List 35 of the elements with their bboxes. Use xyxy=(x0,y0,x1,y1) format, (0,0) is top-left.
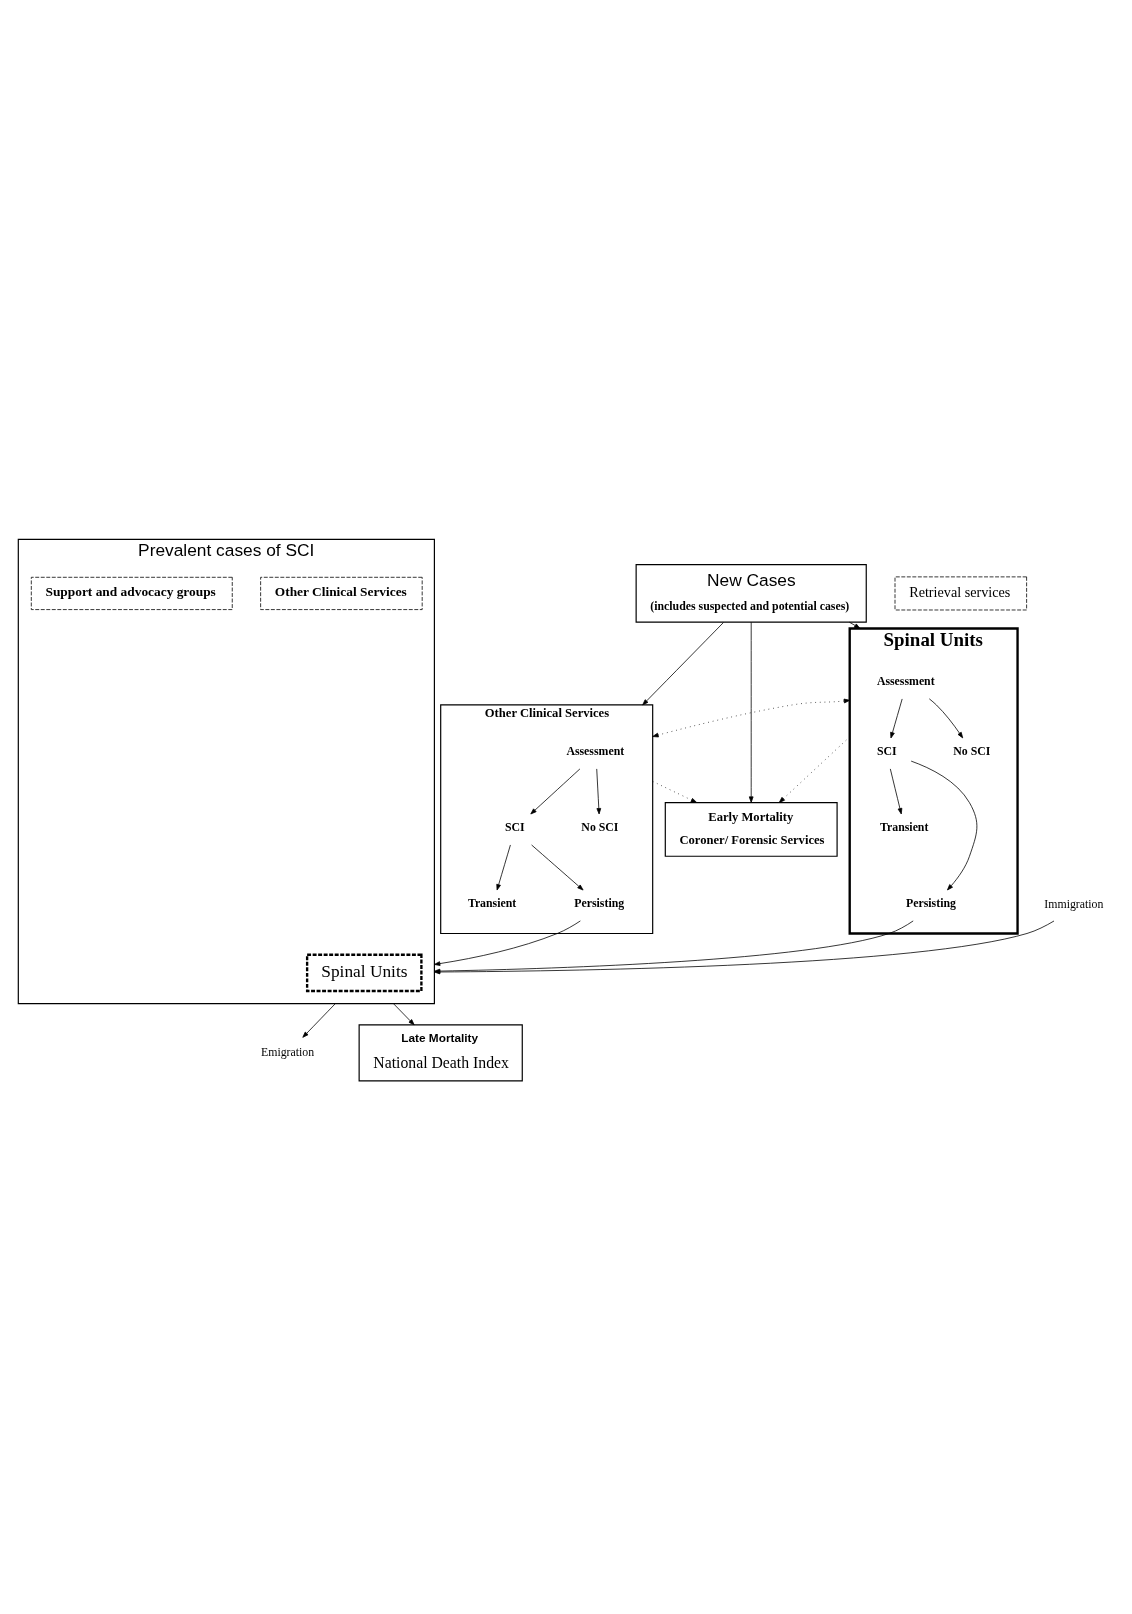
node-text: SCI xyxy=(504,820,525,835)
node-text: Persisting xyxy=(574,896,625,911)
node-text: Assessment xyxy=(566,744,625,759)
node-box: New Cases (includes suspected and potential cases) xyxy=(635,564,867,623)
arrow xyxy=(530,768,581,815)
arrow xyxy=(748,621,754,803)
node-box: Early Mortality Coroner/ Forensic Services xyxy=(664,802,838,857)
arrow xyxy=(889,768,903,815)
arrow xyxy=(302,1003,336,1038)
node-box: Late Mortality National Death Index xyxy=(358,1024,523,1082)
arrow xyxy=(642,622,724,706)
arrow xyxy=(434,920,581,966)
arrow xyxy=(596,768,602,815)
node-text: SCI xyxy=(876,744,897,759)
node-text: Assessment xyxy=(876,674,935,689)
arrow xyxy=(928,698,964,739)
node-text: Emigration xyxy=(261,1044,315,1059)
arrow xyxy=(496,844,511,891)
node-box: Retrieval services xyxy=(894,576,1027,611)
node-box: Spinal Units xyxy=(305,953,423,993)
node-text: Persisting xyxy=(906,896,956,911)
arrow xyxy=(652,698,851,738)
arrow xyxy=(652,781,698,803)
node-text: Immigration xyxy=(1044,897,1104,912)
node-text: No SCI xyxy=(953,744,991,759)
arrow xyxy=(531,844,584,891)
arrow xyxy=(890,698,903,739)
node-text: Transient xyxy=(467,896,517,911)
arrow xyxy=(393,1003,415,1026)
node-box: Support and advocacy groups xyxy=(30,576,233,610)
arrow xyxy=(848,621,861,629)
node-text: No SCI xyxy=(581,820,619,835)
node-text: Transient xyxy=(880,820,929,835)
node-box: Other Clinical Services xyxy=(260,576,423,610)
arrow xyxy=(910,760,978,891)
